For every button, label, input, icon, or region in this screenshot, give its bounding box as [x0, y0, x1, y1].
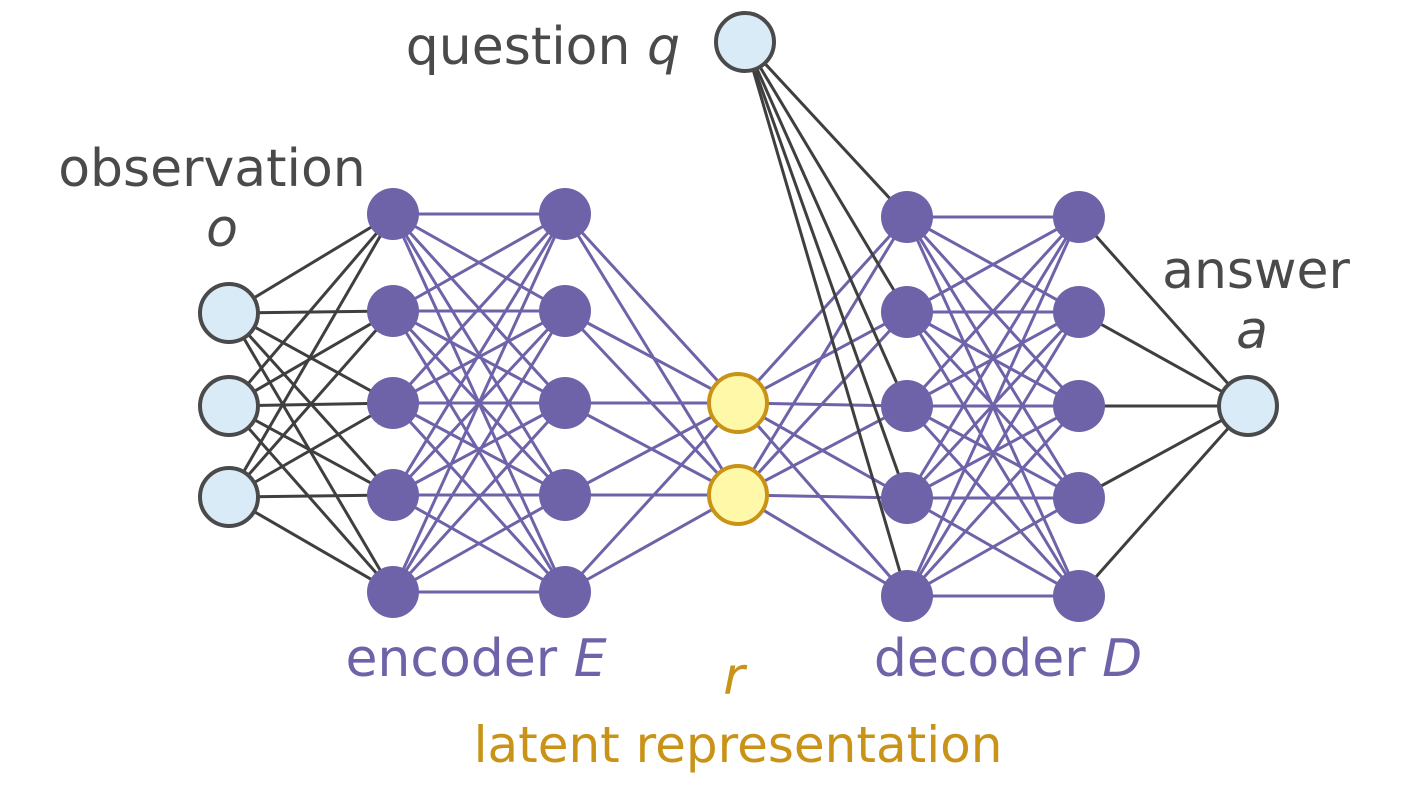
- latent-symbol: r: [723, 647, 748, 707]
- edge-dec1-4-dec2-2: [905, 404, 1081, 598]
- edge-enc2-0-latent-1: [563, 213, 740, 496]
- decoder-label: decoder D: [874, 629, 1142, 689]
- answer-node-0: [1217, 375, 1279, 437]
- observation-label: observation: [58, 139, 366, 199]
- enc1-node-2: [367, 377, 419, 429]
- edge-latent-1-dec1-4: [737, 493, 908, 598]
- latent-label: latent representation: [474, 716, 1003, 774]
- latent-node-0: [707, 372, 769, 434]
- encoder-label-symbol: E: [574, 629, 607, 689]
- edge-enc2-0-latent-0: [563, 212, 740, 405]
- edge-dec2-3-answer-0: [1078, 404, 1249, 500]
- question-node: [714, 11, 776, 73]
- dec1-node-2: [881, 380, 933, 432]
- edge-enc1-4-enc2-1: [391, 310, 567, 593]
- edge-observation-2-enc1-0: [227, 213, 395, 498]
- edge-enc2-4-latent-0: [563, 401, 740, 594]
- dec1-node-0: [881, 191, 933, 243]
- edge-enc1-4-enc2-2: [391, 401, 567, 594]
- edge-enc2-4-latent-1: [564, 493, 739, 594]
- dec2-node-2: [1053, 380, 1105, 432]
- edge-enc1-2-enc2-0: [391, 212, 567, 405]
- enc2-node-0: [539, 188, 591, 240]
- dec1-node-3: [881, 472, 933, 524]
- question-label: question q: [406, 17, 680, 77]
- enc2-node-3: [539, 469, 591, 521]
- dec2-node-1: [1053, 286, 1105, 338]
- edge-question-dec1-1: [743, 41, 909, 313]
- edge-dec1-4-dec2-0: [905, 216, 1081, 597]
- edge-observation-0-enc1-4: [227, 312, 395, 593]
- dec1-node-4: [881, 570, 933, 622]
- edge-observation-1-enc1-1: [228, 309, 394, 408]
- edge-observation-1-enc1-0: [227, 213, 395, 407]
- edge-observation-2-enc1-1: [227, 310, 395, 498]
- edge-dec2-4-answer-0: [1077, 405, 1250, 597]
- dec2-node-0: [1053, 191, 1105, 243]
- edge-enc1-1-enc2-0: [392, 212, 566, 313]
- enc2-node-2: [539, 377, 591, 429]
- edge-question-dec1-3: [743, 41, 909, 499]
- latent-node-1: [707, 464, 769, 526]
- edge-observation-0-enc1-0: [228, 212, 394, 315]
- question-label-word: question: [406, 17, 631, 77]
- edges-group: [227, 40, 1250, 598]
- edge-dec2-0-answer-0: [1077, 216, 1250, 407]
- edge-dec2-1-answer-0: [1078, 310, 1249, 408]
- dec2-node-3: [1053, 472, 1105, 524]
- observation-node-1: [198, 375, 260, 437]
- edge-dec1-3-dec2-0: [905, 216, 1081, 499]
- nodes-group: [198, 11, 1279, 622]
- decoder-label-symbol: D: [1102, 629, 1142, 689]
- edge-observation-2-enc1-2: [228, 401, 394, 499]
- edge-enc1-3-enc2-0: [391, 213, 567, 496]
- enc2-node-1: [539, 285, 591, 337]
- encoder-label: encoder E: [345, 629, 606, 689]
- edge-dec1-2-dec2-0: [905, 215, 1081, 408]
- edge-enc1-4-enc2-3: [392, 493, 566, 594]
- decoder-label-word: decoder: [874, 629, 1086, 689]
- dec1-node-1: [881, 286, 933, 338]
- dec2-node-4: [1053, 570, 1105, 622]
- edge-enc1-4-enc2-0: [391, 213, 567, 593]
- enc1-node-1: [367, 285, 419, 337]
- edge-dec1-1-dec2-0: [906, 215, 1080, 314]
- encoder-label-word: encoder: [345, 629, 557, 689]
- answer-symbol: a: [1236, 301, 1268, 361]
- enc1-node-4: [367, 566, 419, 618]
- observation-symbol: o: [206, 199, 238, 259]
- edge-observation-2-enc1-4: [228, 495, 394, 594]
- edge-dec1-4-dec2-1: [905, 311, 1081, 597]
- edge-enc2-1-latent-0: [564, 309, 739, 405]
- enc2-node-4: [539, 566, 591, 618]
- enc1-node-0: [367, 188, 419, 240]
- edge-question-dec1-0: [743, 40, 909, 219]
- enc1-node-3: [367, 469, 419, 521]
- edge-dec1-4-dec2-3: [906, 496, 1080, 598]
- edge-question-dec1-2: [743, 41, 909, 407]
- question-label-symbol: q: [647, 17, 680, 77]
- observation-node-0: [198, 282, 260, 344]
- edge-enc2-3-latent-0: [564, 401, 739, 497]
- edge-observation-1-enc1-4: [227, 405, 395, 593]
- observation-node-2: [198, 466, 260, 528]
- answer-label: answer: [1162, 241, 1350, 301]
- edge-question-dec1-4: [743, 41, 909, 597]
- edge-latent-0-dec1-4: [736, 402, 909, 597]
